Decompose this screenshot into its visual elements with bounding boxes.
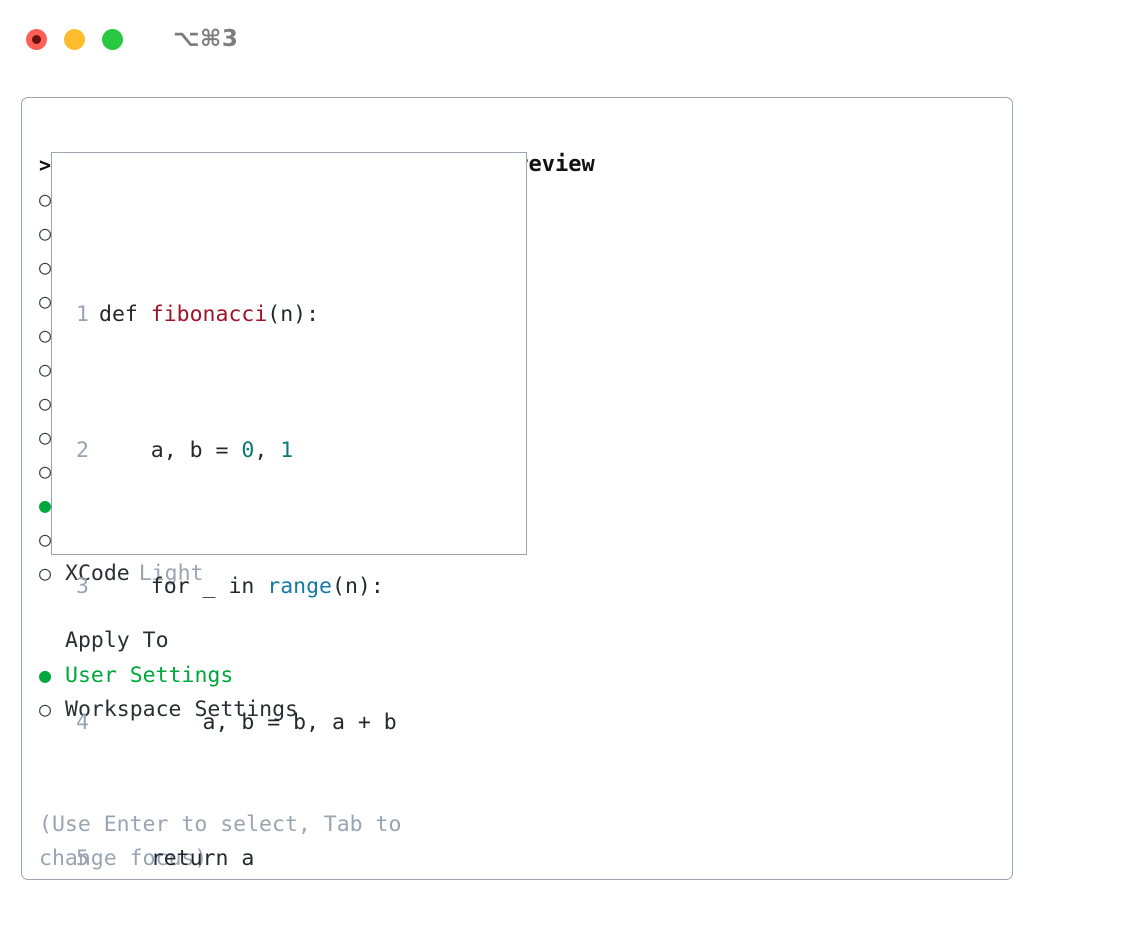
radio-unselected-icon[interactable]: ○ bbox=[39, 187, 52, 211]
keyboard-shortcut-label: ⌥⌘3 bbox=[173, 26, 239, 52]
radio-unselected-icon[interactable]: ○ bbox=[39, 357, 52, 381]
maximize-button[interactable] bbox=[102, 28, 123, 50]
code-token: , bbox=[254, 438, 281, 463]
keyboard-hint-text: (Use Enter to select, Tab to change focu… bbox=[39, 812, 402, 871]
apply-to-label: Workspace Settings bbox=[65, 697, 298, 722]
theme-option-xcode-light[interactable]: ○ XCode Light bbox=[39, 556, 489, 590]
radio-unselected-icon[interactable]: ○ bbox=[39, 391, 52, 415]
code-line: 1 def fibonacci(n): bbox=[65, 298, 423, 332]
code-token-number: 0 bbox=[241, 438, 255, 463]
minimize-button[interactable] bbox=[64, 28, 85, 50]
code-token: return a bbox=[99, 846, 255, 871]
radio-selected-icon[interactable]: ● bbox=[39, 493, 52, 517]
code-line: 2 a, b = 0, 1 bbox=[65, 434, 423, 468]
apply-to-label: User Settings bbox=[65, 663, 234, 688]
code-token-function: fibonacci bbox=[150, 302, 268, 327]
code-token: for _ in bbox=[99, 574, 268, 599]
line-number: 4 bbox=[76, 710, 89, 735]
preview-column: Preview bbox=[502, 148, 992, 182]
line-number: 2 bbox=[76, 438, 89, 463]
radio-selected-icon[interactable]: ● bbox=[39, 663, 52, 687]
caret-icon: > bbox=[39, 153, 52, 177]
code-token: a, b = bbox=[99, 438, 242, 463]
radio-unselected-icon[interactable]: ○ bbox=[39, 289, 52, 313]
code-token-builtin: range bbox=[267, 574, 333, 599]
code-token: a, b = b, a + b bbox=[99, 710, 397, 735]
radio-unselected-icon[interactable]: ○ bbox=[39, 459, 52, 483]
code-token: (n): bbox=[267, 302, 320, 327]
radio-unselected-icon[interactable]: ○ bbox=[39, 255, 52, 279]
radio-unselected-icon[interactable]: ○ bbox=[39, 527, 52, 551]
line-number: 5 bbox=[76, 846, 89, 871]
code-token: (n): bbox=[332, 574, 384, 599]
title-bar: ⌥⌘3 bbox=[0, 0, 1140, 78]
radio-unselected-icon[interactable]: ○ bbox=[39, 561, 52, 585]
radio-unselected-icon[interactable]: ○ bbox=[39, 425, 52, 449]
code-token: def bbox=[99, 302, 151, 327]
close-button[interactable] bbox=[26, 28, 47, 50]
line-number: 1 bbox=[76, 302, 89, 327]
theme-variant-tag: Light bbox=[138, 561, 204, 586]
code-token-number: 1 bbox=[280, 438, 294, 463]
panel-columns: >Select Theme ○ANSIDark ○Atom OneDark ○A… bbox=[22, 98, 1012, 879]
radio-unselected-icon[interactable]: ○ bbox=[39, 221, 52, 245]
apply-to-option-user-settings[interactable]: ● User Settings bbox=[39, 658, 489, 692]
line-number: 3 bbox=[76, 574, 89, 599]
traffic-lights bbox=[26, 28, 123, 50]
radio-unselected-icon[interactable]: ○ bbox=[39, 697, 52, 721]
code-line: 5 return a bbox=[65, 842, 423, 876]
apply-to-header: Apply To bbox=[39, 624, 489, 658]
apply-to-title: Apply To bbox=[65, 628, 169, 653]
main-panel: >Select Theme ○ANSIDark ○Atom OneDark ○A… bbox=[21, 97, 1013, 880]
code-line: 3 for _ in range(n): bbox=[65, 570, 423, 604]
apply-to-option-workspace-settings[interactable]: ○ Workspace Settings bbox=[39, 692, 489, 726]
preview-title: Preview bbox=[502, 152, 595, 177]
radio-unselected-icon[interactable]: ○ bbox=[39, 323, 52, 347]
theme-label: XCode bbox=[65, 561, 130, 586]
code-line: 4 a, b = b, a + b bbox=[65, 706, 423, 740]
